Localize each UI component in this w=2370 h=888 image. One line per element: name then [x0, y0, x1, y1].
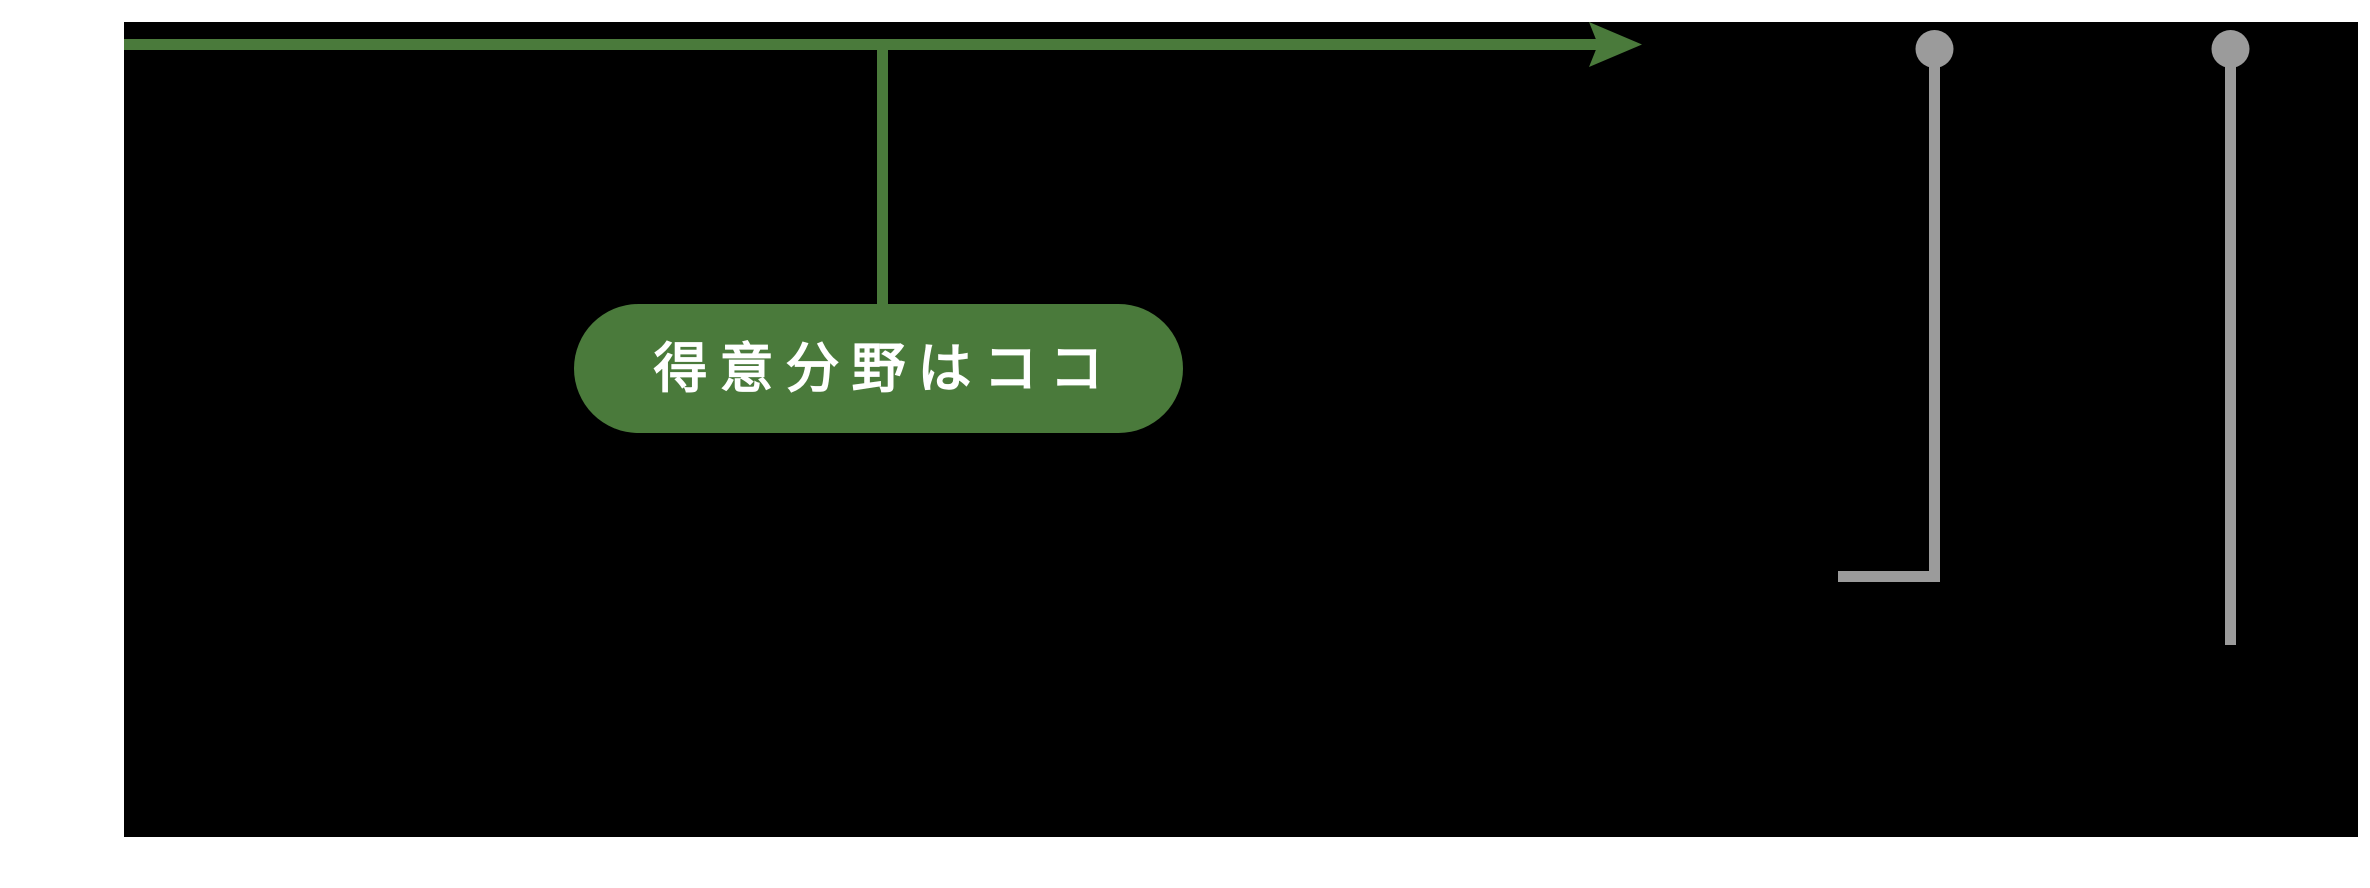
diagram-panel — [124, 22, 2358, 837]
arrow-right-icon — [1589, 22, 1642, 67]
callout-connector — [877, 44, 888, 306]
timeline-line — [124, 39, 1599, 50]
marker-1-stem — [1929, 49, 1940, 582]
marker-1 — [1838, 30, 1954, 582]
marker-1-foot — [1838, 571, 1940, 582]
callout-pill-bg — [574, 304, 1183, 433]
marker-2-stem — [2225, 49, 2236, 645]
callout-pill: 得意分野はココ — [574, 304, 1183, 433]
callout-label: 得意分野はココ — [653, 336, 1116, 400]
timeline-arrow — [124, 22, 1642, 67]
marker-2 — [2211, 30, 2250, 645]
